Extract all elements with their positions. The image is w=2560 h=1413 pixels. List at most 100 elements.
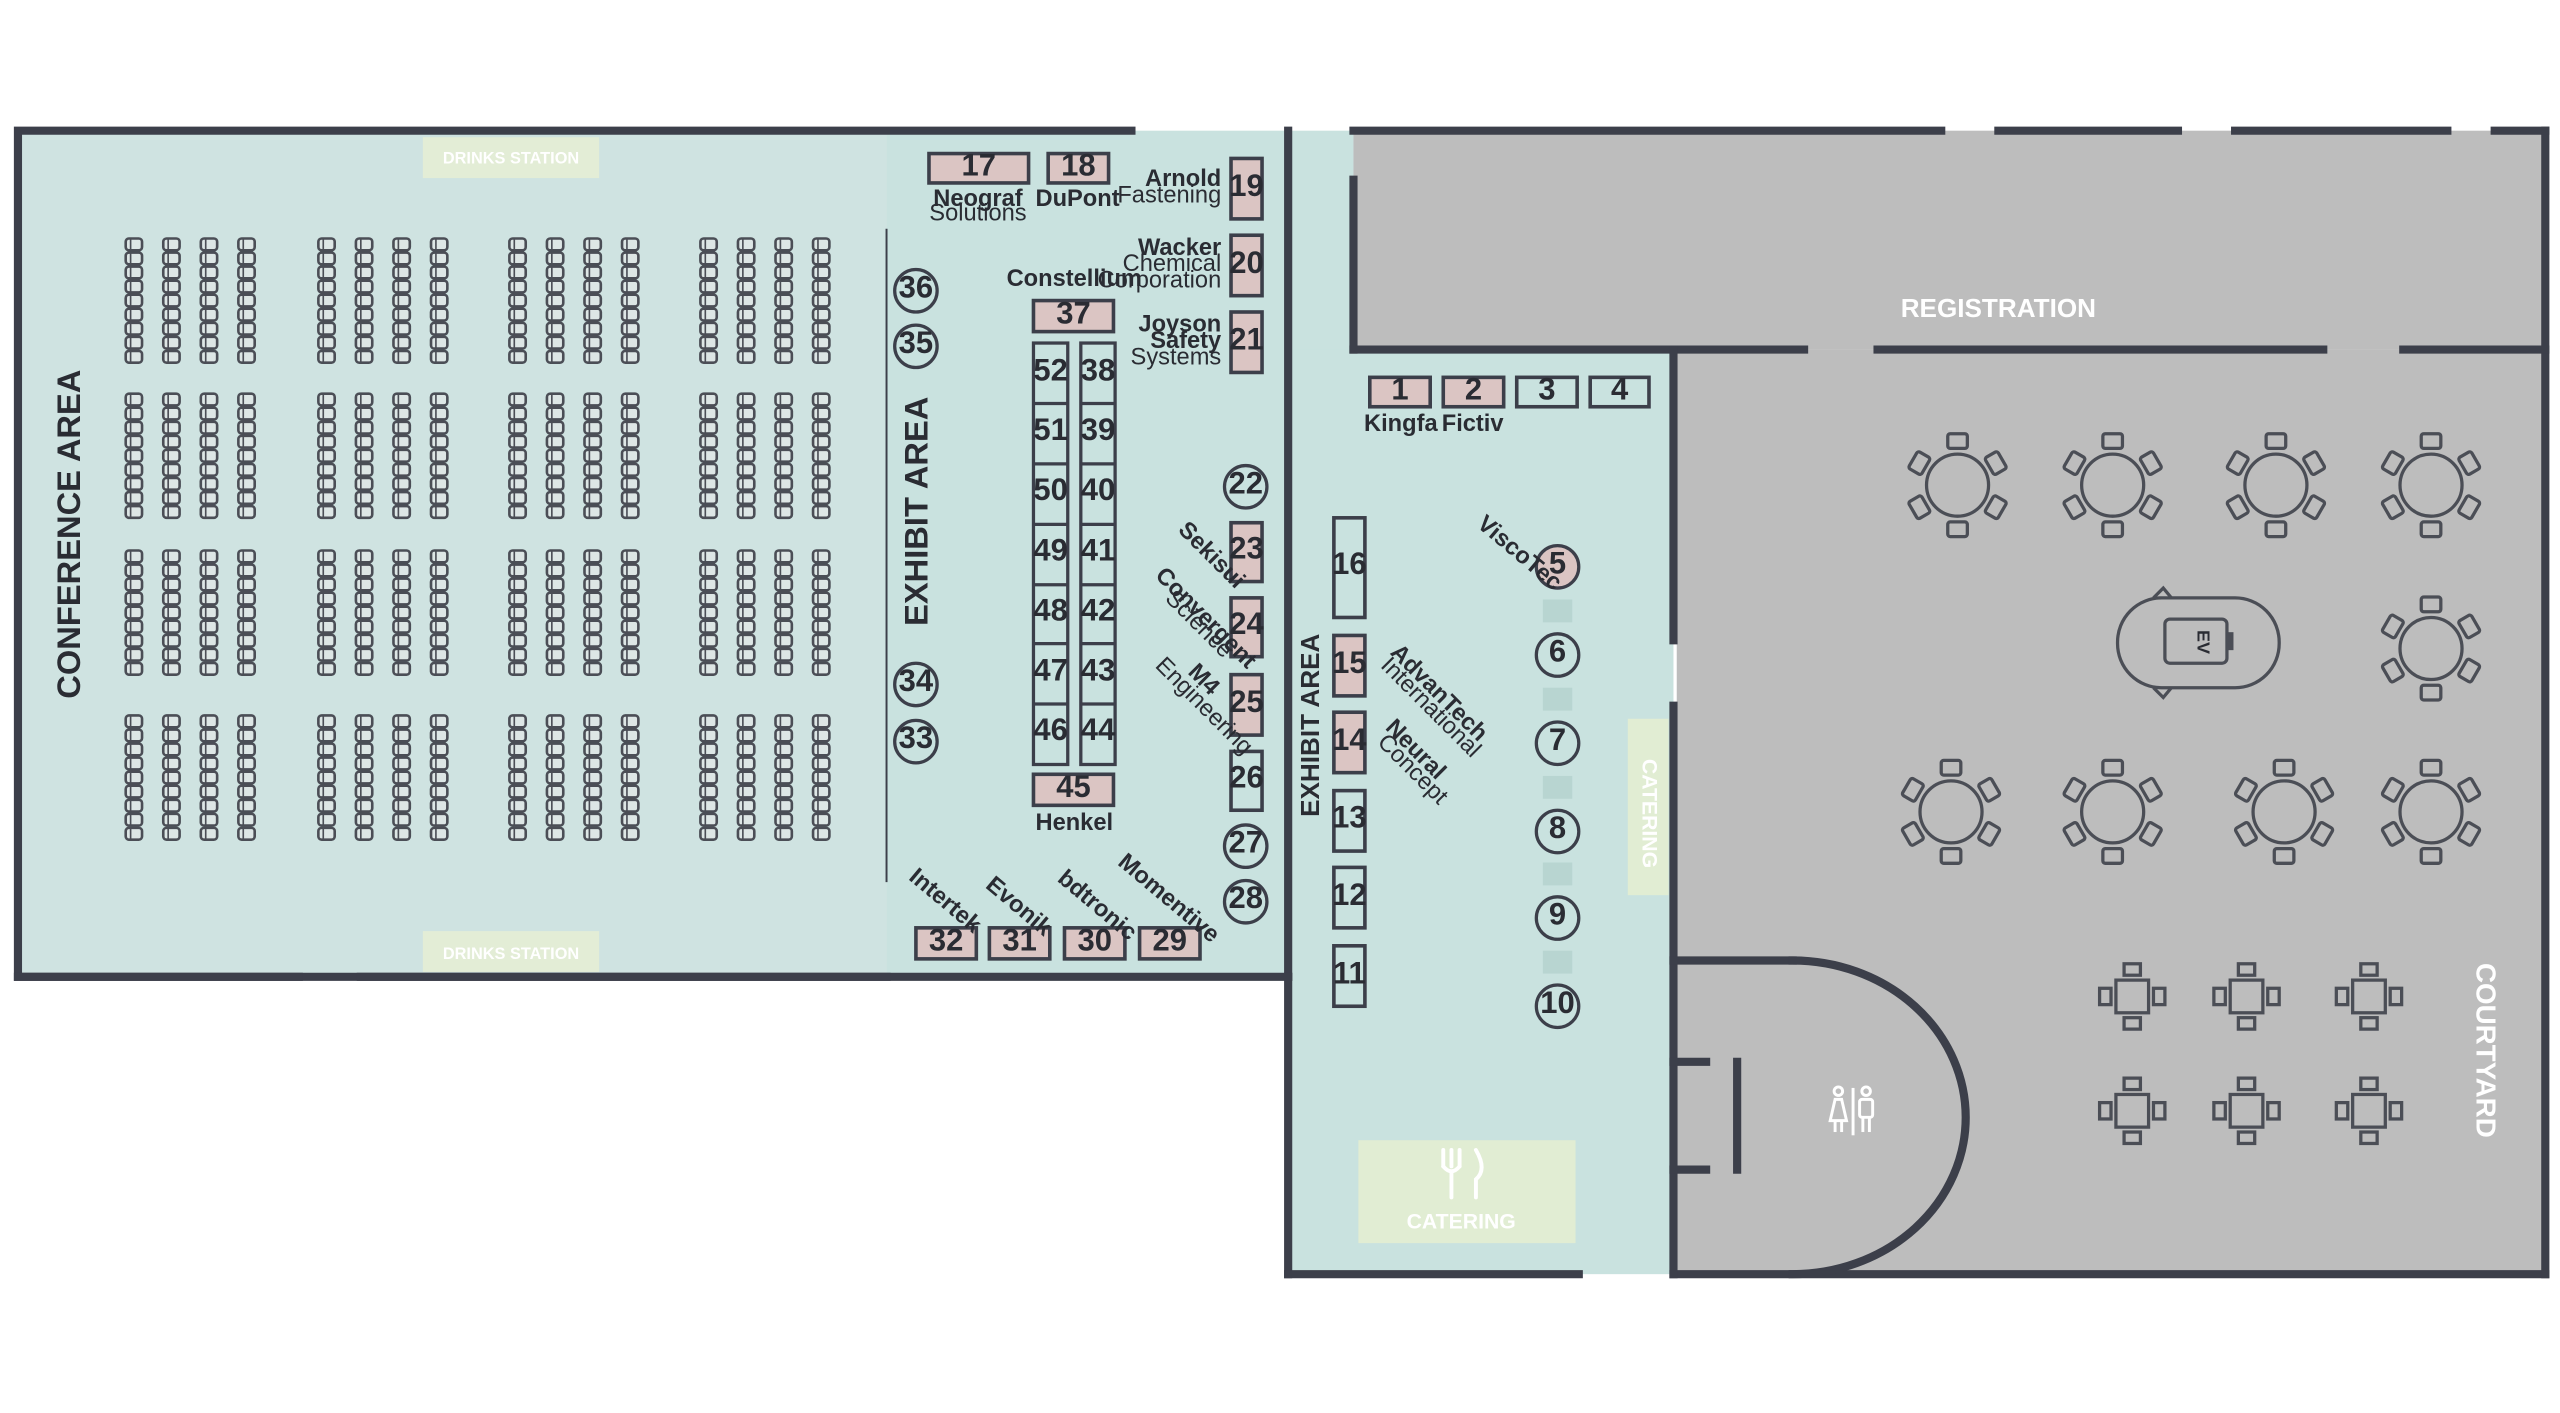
- company-neograf-sub: Solutions: [929, 201, 1026, 227]
- chair-seat: [583, 476, 603, 492]
- chair-seat: [774, 349, 794, 364]
- booth-31[interactable]: 31: [987, 923, 1052, 961]
- chair-seat: [317, 307, 336, 322]
- round-table: [1900, 758, 2002, 865]
- booth-28[interactable]: 28: [1222, 878, 1269, 925]
- booth-36[interactable]: 36: [893, 267, 939, 314]
- chair-seat: [199, 619, 219, 634]
- chair-seat: [508, 826, 528, 841]
- booth-4[interactable]: 4: [1588, 371, 1651, 409]
- booth-2[interactable]: 2: [1441, 371, 1506, 409]
- chair-seat: [317, 661, 336, 676]
- chair-seat: [429, 633, 449, 648]
- chair-seat: [429, 812, 449, 827]
- chair-seat: [237, 577, 256, 592]
- booth-16[interactable]: 16: [1332, 516, 1367, 620]
- booth-23[interactable]: 23: [1229, 520, 1264, 584]
- booth-46[interactable]: 46: [1033, 712, 1067, 747]
- chair-seat: [736, 826, 756, 841]
- booth-47[interactable]: 47: [1033, 652, 1067, 687]
- booth-5[interactable]: 5: [1534, 543, 1581, 590]
- chair-seat: [620, 812, 640, 827]
- booth-19[interactable]: 19: [1229, 156, 1264, 221]
- booth-30[interactable]: 30: [1062, 923, 1127, 961]
- booth-27[interactable]: 27: [1222, 823, 1269, 870]
- booth-24[interactable]: 24: [1229, 596, 1265, 659]
- chair-seat: [124, 307, 144, 322]
- booth-12[interactable]: 12: [1332, 865, 1367, 930]
- round-booths[interactable]: 36 35 34 33 22 27 28 5 6 7 8 9 10: [893, 267, 1581, 1030]
- booth-21[interactable]: 21: [1229, 310, 1264, 375]
- booth-15[interactable]: 15: [1332, 633, 1367, 698]
- chair-seat: [811, 742, 831, 757]
- chair-seat: [774, 812, 794, 827]
- chair-seat: [392, 265, 412, 280]
- booth-3[interactable]: 3: [1514, 371, 1579, 409]
- booth-29[interactable]: 29: [1137, 923, 1202, 961]
- booth-48[interactable]: 48: [1033, 593, 1067, 628]
- booth-50[interactable]: 50: [1033, 472, 1067, 507]
- booth-6[interactable]: 6: [1534, 632, 1581, 678]
- booth-39[interactable]: 39: [1081, 412, 1115, 447]
- chair-seat: [545, 742, 565, 757]
- booth-1[interactable]: 1: [1368, 371, 1432, 409]
- chair-seat: [620, 619, 640, 634]
- booth-49[interactable]: 49: [1033, 532, 1067, 567]
- chair-seat: [774, 605, 794, 620]
- chair-seat: [317, 420, 336, 435]
- chair-seat: [392, 826, 412, 841]
- booth-7[interactable]: 7: [1534, 720, 1581, 767]
- booth-45[interactable]: 45: [1031, 769, 1116, 808]
- chair-seat: [161, 714, 181, 729]
- booth-18[interactable]: 18: [1046, 148, 1111, 185]
- booth-32[interactable]: 32: [914, 923, 979, 961]
- chair-seat: [545, 549, 565, 564]
- booth-43[interactable]: 43: [1081, 652, 1115, 687]
- chair-seat: [124, 251, 144, 266]
- booth-51[interactable]: 51: [1033, 412, 1067, 447]
- chair-seat: [317, 251, 336, 266]
- booth-17[interactable]: 17: [927, 148, 1031, 185]
- chair-seat: [699, 826, 719, 841]
- chair-seat: [620, 265, 640, 280]
- booth-52[interactable]: 52: [1033, 353, 1067, 388]
- chair-seat: [429, 448, 449, 463]
- booth-11[interactable]: 11: [1332, 944, 1367, 1009]
- svg-text:33: 33: [899, 720, 933, 755]
- booth-25[interactable]: 25: [1229, 672, 1264, 737]
- booth-8[interactable]: 8: [1534, 808, 1581, 855]
- booth-34[interactable]: 34: [893, 661, 939, 708]
- booth-33[interactable]: 33: [893, 718, 939, 765]
- booth-37[interactable]: 37: [1031, 295, 1116, 334]
- chair-seat: [545, 476, 565, 492]
- chair-seat: [620, 591, 640, 606]
- booth-13[interactable]: 13: [1332, 788, 1367, 853]
- chair-seat: [699, 549, 719, 564]
- booth-44[interactable]: 44: [1081, 712, 1116, 747]
- company-fictiv: Fictiv: [1442, 411, 1505, 437]
- chair-seat: [583, 798, 603, 813]
- booth-20[interactable]: 20: [1229, 233, 1264, 298]
- booth-40[interactable]: 40: [1081, 472, 1115, 507]
- svg-text:11: 11: [1333, 955, 1366, 990]
- chair-seat: [508, 647, 528, 662]
- chair-seat: [429, 563, 449, 578]
- chair-seat: [161, 504, 181, 520]
- chair-seat: [545, 826, 565, 841]
- booth-10[interactable]: 10: [1534, 983, 1581, 1030]
- booth-35[interactable]: 35: [893, 323, 939, 370]
- booth-9[interactable]: 9: [1534, 895, 1581, 941]
- booth-38[interactable]: 38: [1081, 353, 1115, 388]
- booth-26[interactable]: 26: [1229, 749, 1264, 813]
- chair-seat: [545, 462, 565, 477]
- booth-22[interactable]: 22: [1222, 463, 1269, 510]
- booth-14[interactable]: 14: [1332, 710, 1367, 775]
- booths[interactable]: 17 18 19 20 21 37 45 23 24 25 26 29 30 3…: [914, 148, 1651, 1009]
- chair-seat: [508, 577, 528, 592]
- booth-41[interactable]: 41: [1081, 532, 1115, 567]
- chair-seat: [124, 742, 144, 757]
- booth-42[interactable]: 42: [1081, 593, 1115, 628]
- chair-seat: [161, 335, 181, 350]
- booth-island[interactable]: 52 51 50 49 48 47 46 38 39 40 41 42 43 4…: [1031, 341, 1117, 767]
